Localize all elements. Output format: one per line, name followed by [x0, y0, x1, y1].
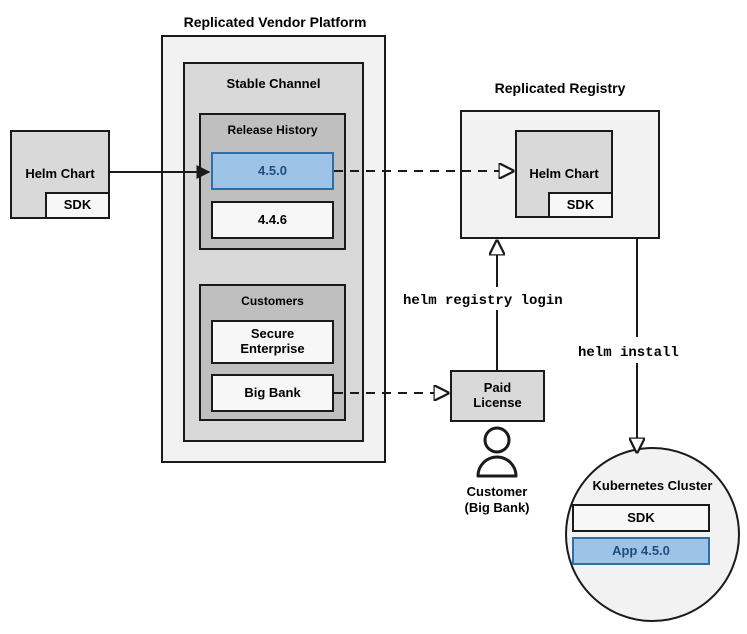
customers-label: Customers — [241, 294, 304, 308]
helm-registry-login-command: helm registry login — [403, 293, 563, 309]
source-helm-chart-sdk[interactable]: SDK — [45, 192, 110, 219]
helm-install-command: helm install — [578, 345, 679, 361]
registry-helm-chart-sdk[interactable]: SDK — [548, 192, 613, 218]
customer-actor-label: Customer (Big Bank) — [464, 484, 530, 515]
vendor-platform-title: Replicated Vendor Platform — [183, 14, 367, 30]
customer-item-big-bank[interactable]: Big Bank — [211, 374, 334, 412]
cluster-component-app[interactable]: App 4.5.0 — [572, 537, 710, 565]
kubernetes-cluster-container — [565, 447, 740, 622]
person-icon — [476, 426, 518, 478]
kubernetes-cluster-label: Kubernetes Cluster — [592, 478, 713, 493]
release-item-4-4-6[interactable]: 4.4.6 — [211, 201, 334, 239]
stable-channel-label: Stable Channel — [226, 76, 321, 91]
paid-license-box[interactable]: Paid License — [450, 370, 545, 422]
replicated-registry-title: Replicated Registry — [494, 80, 626, 96]
cluster-component-sdk[interactable]: SDK — [572, 504, 710, 532]
customer-item-secure-enterprise[interactable]: Secure Enterprise — [211, 320, 334, 364]
release-history-label: Release History — [227, 123, 318, 137]
release-item-4-5-0[interactable]: 4.5.0 — [211, 152, 334, 190]
